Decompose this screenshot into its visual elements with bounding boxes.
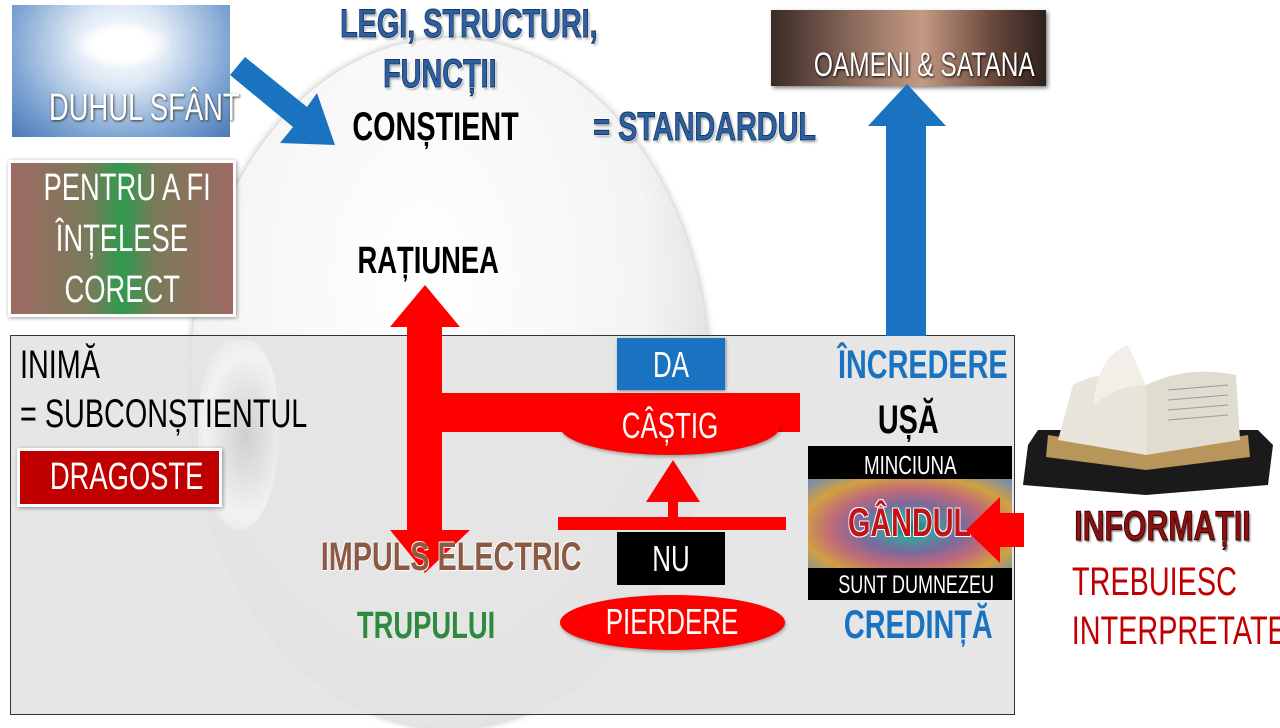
standard-label: = STANDARDUL <box>593 105 816 150</box>
no-label: NU <box>652 538 690 579</box>
body-label: TRUPULUI <box>356 605 496 647</box>
holy-spirit-label: DUHUL SFÂNT <box>49 87 240 129</box>
dove-icon <box>72 20 172 70</box>
people-satan-image: OAMENI & SATANA <box>771 10 1046 86</box>
subconscious-label: = SUBCONȘTIENTUL <box>20 392 308 436</box>
no-box: NU <box>617 532 725 585</box>
laws-line2: FUNCȚII <box>383 52 497 97</box>
understood-line-2: ÎNȚELESE <box>55 218 189 260</box>
understood-line-3: CORECT <box>64 269 180 311</box>
impulse-label: IMPULS ELECTRIC <box>320 535 582 579</box>
conscious-label: CONȘTIENT <box>352 105 519 149</box>
laws-line1: LEGI, STRUCTURI, <box>340 2 598 47</box>
people-satan-label: OAMENI & SATANA <box>813 46 1035 84</box>
blue-arrow-to-conscious <box>230 57 335 145</box>
must-line1: TREBUIESC <box>1072 560 1237 604</box>
blue-arrow-up <box>868 84 946 336</box>
must-line2: INTERPRETATE <box>1071 609 1280 653</box>
holy-spirit-image: DUHUL SFÂNT <box>12 5 240 137</box>
loss-ellipse: PIERDERE <box>560 595 785 650</box>
faith-label: CREDINȚĂ <box>843 603 993 647</box>
red-arrow-left <box>966 497 1024 563</box>
i-am-god-label: SUNT DUMNEZEU <box>838 571 994 599</box>
lie-label: MINCIUNA <box>863 450 957 480</box>
heart-label: INIMĂ <box>20 343 101 387</box>
love-label: DRAGOSTE <box>49 456 204 498</box>
yes-label: DA <box>652 344 689 385</box>
reason-label: RAȚIUNEA <box>357 240 499 282</box>
loss-label: PIERDERE <box>606 601 739 642</box>
door-label: UȘĂ <box>877 398 939 442</box>
information-label: INFORMAȚII <box>1074 502 1251 550</box>
yes-box: DA <box>617 338 725 390</box>
thought-label: GÂNDUL <box>848 501 972 545</box>
love-box: DRAGOSTE <box>17 448 222 507</box>
bible-book-icon <box>1023 345 1273 495</box>
gain-ellipse: CÂȘTIG <box>560 398 780 455</box>
understood-line-1: PENTRU A FI <box>43 167 211 209</box>
gain-label: CÂȘTIG <box>621 405 719 446</box>
trust-label: ÎNCREDERE <box>837 343 1008 387</box>
understood-box: PENTRU A FI ÎNȚELESE CORECT <box>8 160 236 317</box>
red-arrow-up-to-gain <box>558 460 786 530</box>
